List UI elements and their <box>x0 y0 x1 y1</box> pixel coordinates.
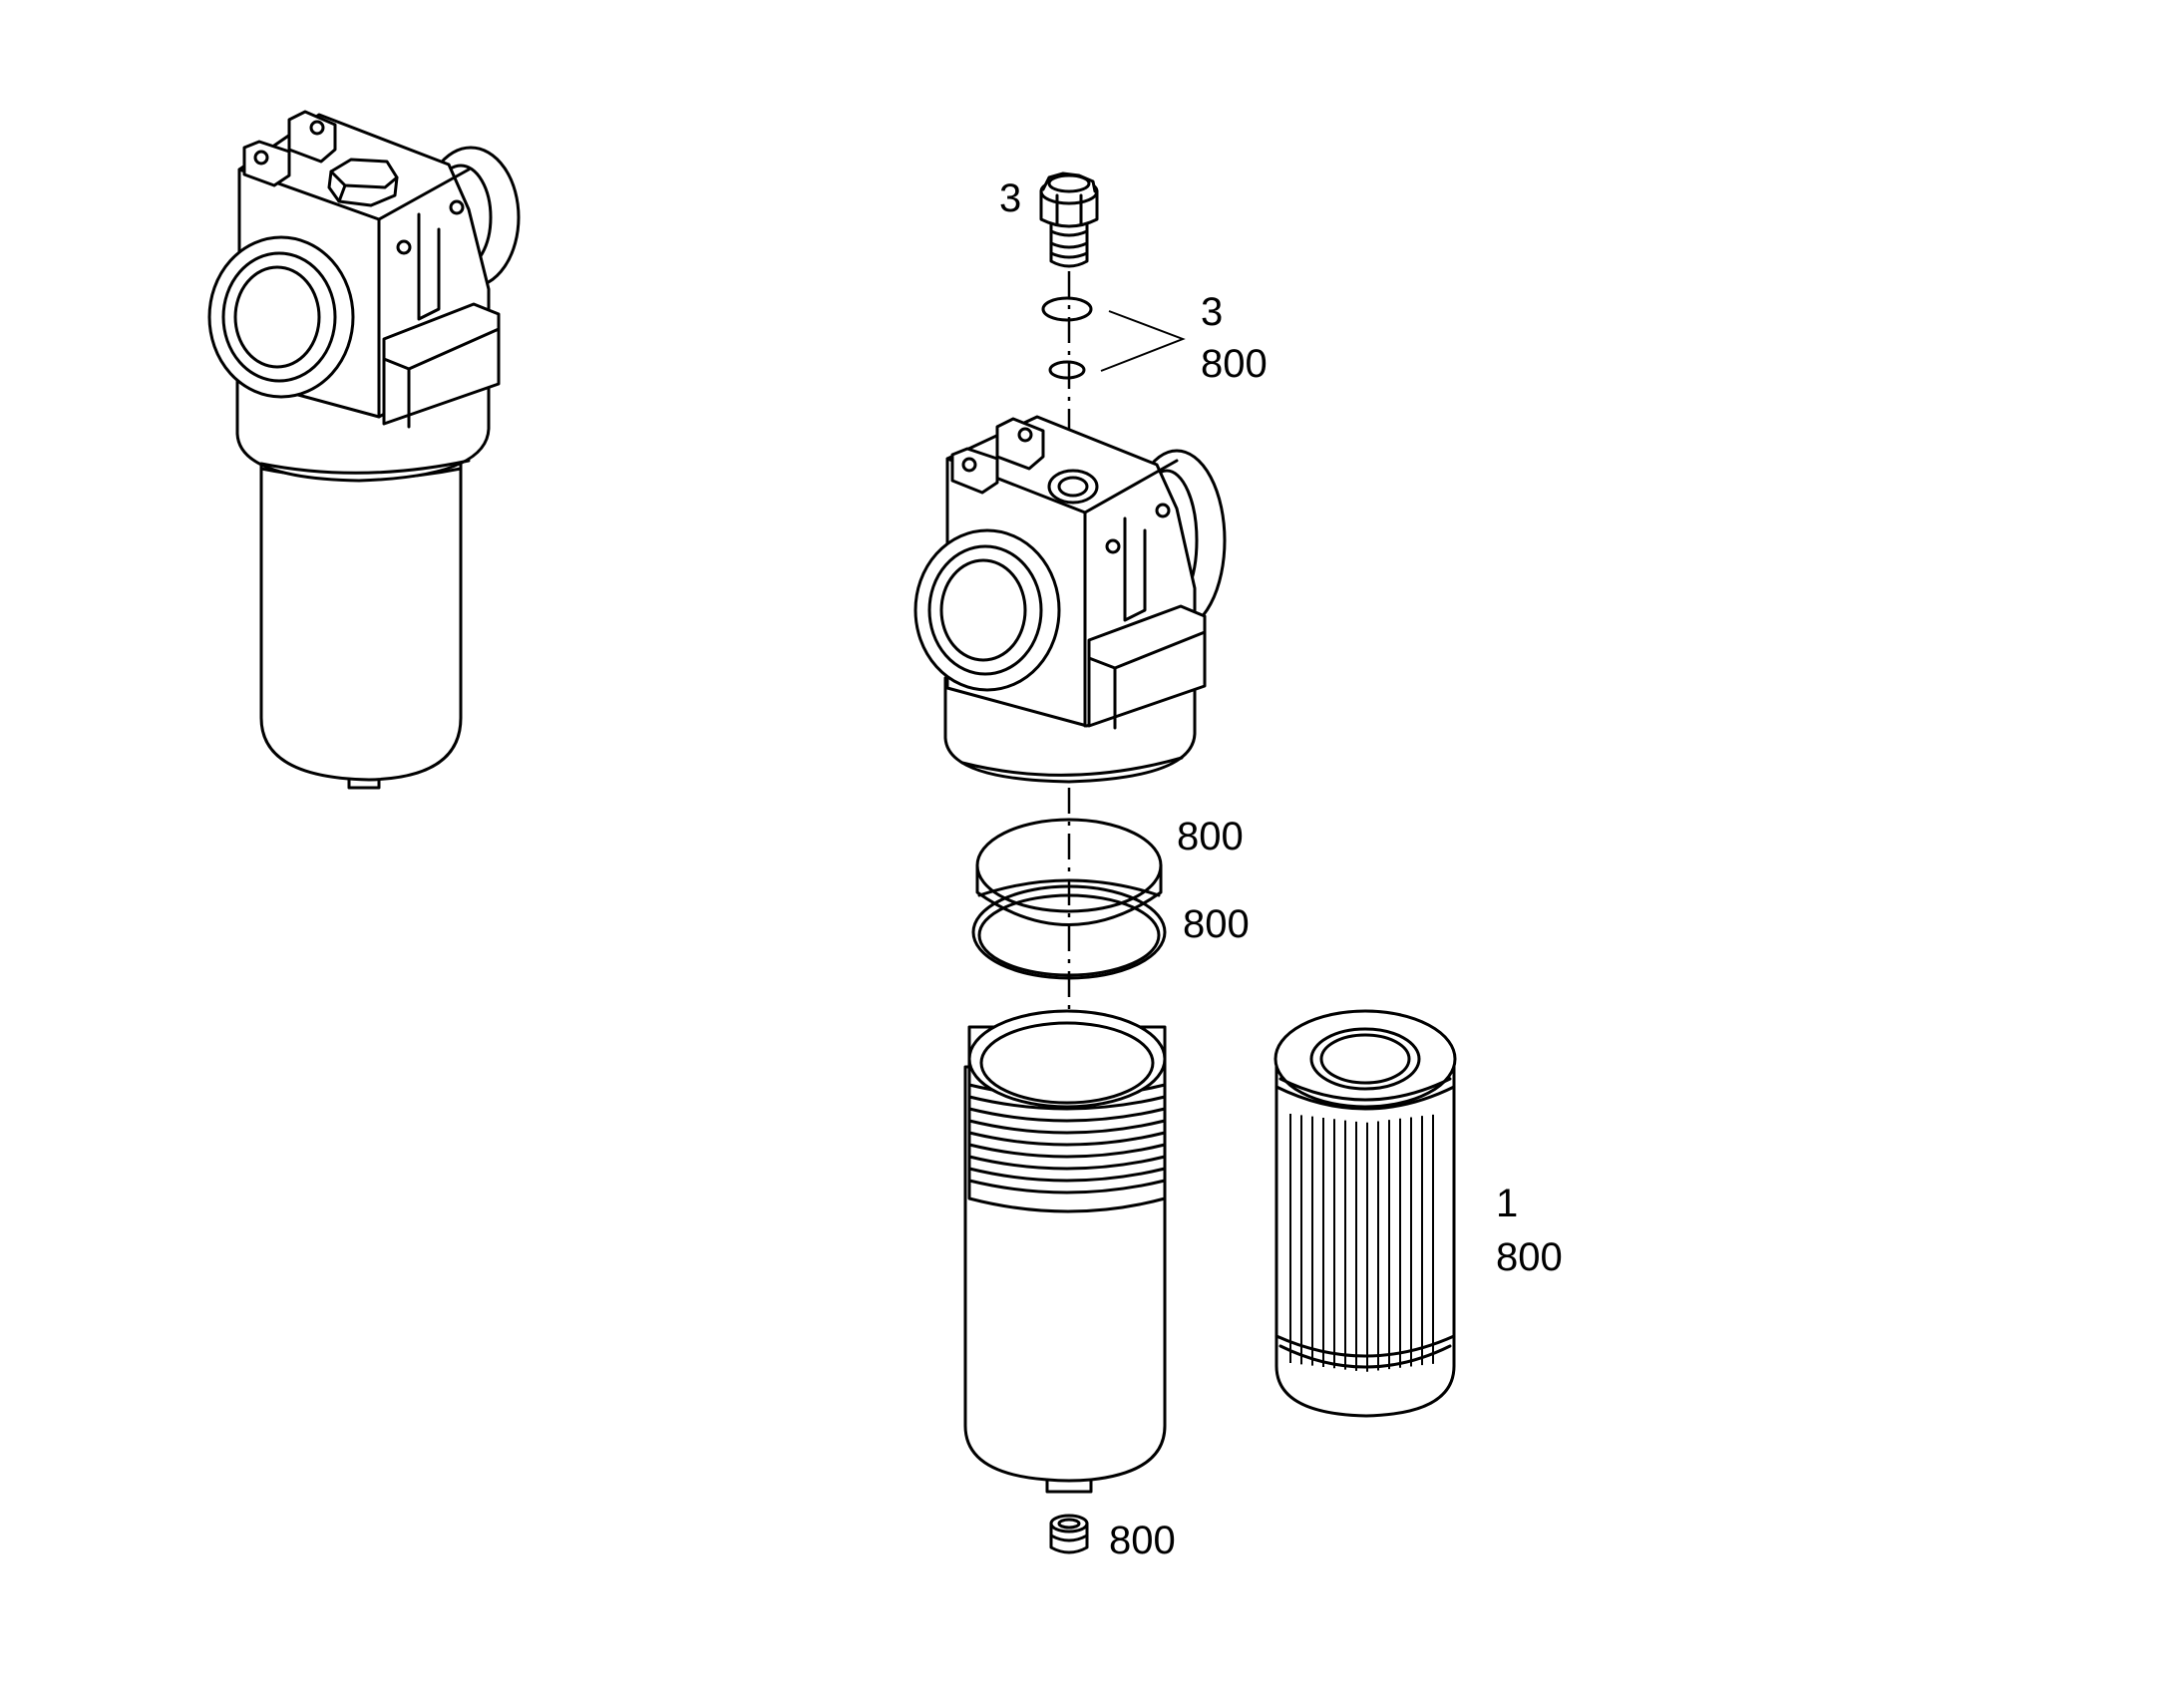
callout-orings-a: 3 <box>1201 290 1223 334</box>
callout-ring-lower: 800 <box>1183 902 1250 946</box>
callouts: 3 3 800 800 800 1 800 800 <box>999 176 1563 1562</box>
assembled-front-port <box>207 235 355 399</box>
top-oring-lower <box>1048 360 1086 380</box>
assembled-filter <box>207 110 521 790</box>
head-bracket <box>1087 604 1207 728</box>
callout-plug-bottom: 800 <box>1109 1519 1176 1562</box>
support-ring <box>975 818 1163 926</box>
filter-head <box>913 415 1227 784</box>
assembled-bracket <box>382 302 501 426</box>
callout-orings-b: 800 <box>1201 342 1268 386</box>
oring-leader-lines <box>1100 310 1186 372</box>
seal-oring <box>971 884 1167 980</box>
element-pleats <box>1289 1114 1434 1372</box>
callout-ring-upper: 800 <box>1177 815 1244 858</box>
callout-element-b: 800 <box>1496 1235 1563 1279</box>
top-oring-upper <box>1041 296 1093 322</box>
assembled-hex-cap <box>327 158 399 207</box>
callout-plug-top: 3 <box>999 176 1021 220</box>
filter-element <box>1273 1009 1457 1418</box>
filter-bowl <box>963 1009 1167 1494</box>
drain-plug <box>1049 1514 1089 1554</box>
head-front-port <box>913 528 1061 692</box>
assembled-bowl <box>259 437 463 782</box>
bowl-rim <box>967 1009 1167 1109</box>
callout-element-a: 1 <box>1496 1182 1518 1225</box>
head-top-bore <box>1047 469 1099 505</box>
top-plug <box>1039 171 1099 268</box>
